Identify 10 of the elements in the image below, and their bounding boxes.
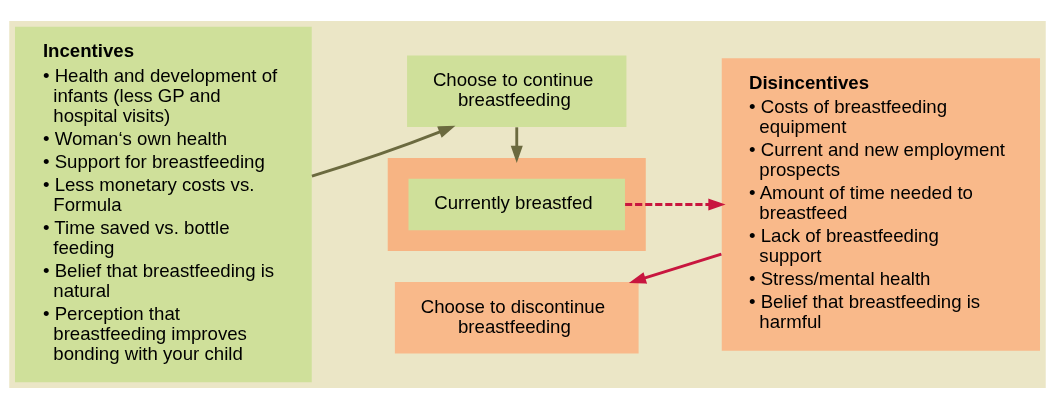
- arrow: [628, 252, 722, 284]
- arrow: [510, 126, 523, 163]
- arrow: [311, 125, 456, 177]
- node-box: Disincentives • Costs of breastfeeding equipment • Current and new employment prospects • Amount of time needed to breastfeed • Lack of breastfeeding support • Stress/mental health • Belief that breastfeeding is harmful: [721, 57, 1040, 351]
- node-box: Incentives • Health and development of infants (less GP and hospital visits) • Woman‘s own health • Support for breastfeeding • Less monetary costs vs. Formula • Time saved vs. bottle feeding • Belief that breastfeeding is natural • Perception that breastfeeding improves bonding with your child: [15, 26, 312, 382]
- node-box: Choose to discontinue breastfeeding: [394, 281, 639, 354]
- arrow: [625, 197, 726, 211]
- cluster: [387, 157, 646, 251]
- node-box: Currently breastfed: [408, 178, 625, 230]
- node-box: Choose to continue breastfeeding: [407, 54, 627, 127]
